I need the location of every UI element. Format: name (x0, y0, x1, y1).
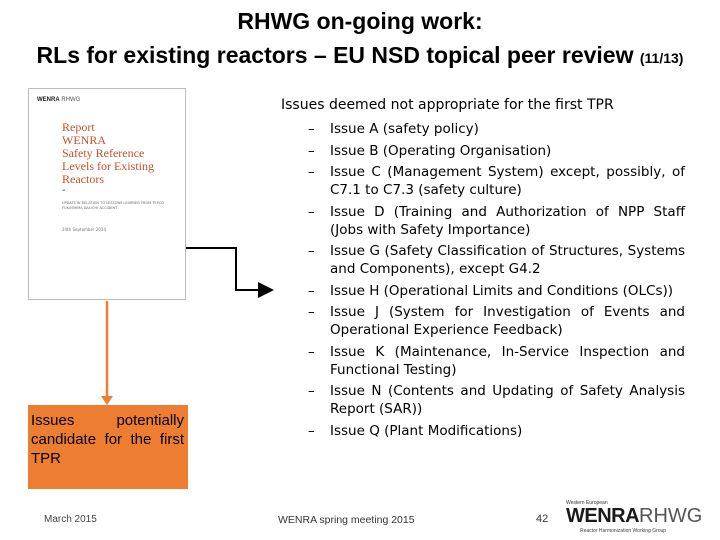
list-item: –Issue G (Safety Classification of Struc… (308, 243, 685, 277)
thumbnail-subtitle: UPDATE IN RELATION TO LESSONS LEARNED FR… (62, 201, 165, 210)
slide-title-line2: RLs for existing reactors – EU NSD topic… (0, 40, 720, 73)
slide-page-indicator: (11/13) (639, 50, 684, 66)
logo-sub-text: Reactor Harmonization Working Group (580, 528, 667, 534)
list-item: –Issue A (safety policy) (308, 121, 479, 137)
list-item: –Issue N (Contents and Updating of Safet… (308, 383, 685, 417)
logo-top-text: Western European (566, 500, 608, 506)
logo-main-text: WENRARHWG (566, 505, 703, 527)
list-item: –Issue J (System for Investigation of Ev… (308, 304, 685, 338)
arrow-to-issues (186, 247, 274, 298)
footer-page-number: 42 (536, 513, 549, 525)
list-item: –Issue B (Operating Organisation) (308, 142, 552, 159)
thumbnail-dash: - (62, 185, 66, 196)
footer-date: March 2015 (44, 514, 97, 525)
candidate-issues-box: Issues potentially candidate for the fir… (28, 405, 188, 489)
thumbnail-report-title: Report WENRA Safety Reference Levels for… (62, 120, 154, 186)
arrow-head-orange (101, 396, 113, 405)
candidate-issues-text: Issues potentially candidate for the fir… (31, 412, 184, 467)
issues-panel: Issues deemed not appropriate for the fi… (276, 95, 696, 495)
wenra-rhwg-logo: Western European WENRARHWG Reactor Harmo… (566, 500, 716, 540)
list-item: –Issue Q (Plant Modifications) (308, 422, 523, 439)
slide-title-line1: RHWG on-going work: (237, 8, 483, 34)
thumbnail-date: 24th September 2014 (62, 227, 107, 232)
issues-list: –Issue A (safety policy) –Issue B (Opera… (308, 120, 685, 440)
thumbnail-logo: WENRA RHWG (37, 97, 81, 103)
list-item: –Issue H (Operational Limits and Conditi… (308, 282, 674, 299)
list-item: –Issue C (Management System) except, pos… (308, 164, 685, 198)
slide-title-main: RLs for existing reactors – EU NSD topic… (36, 42, 634, 68)
report-thumbnail: WENRA RHWG Report WENRA Safety Reference… (28, 88, 186, 300)
list-item: –Issue D (Training and Authorization of … (308, 203, 685, 238)
issues-heading: Issues deemed not appropriate for the fi… (281, 97, 614, 113)
footer-meeting: WENRA spring meeting 2015 (278, 514, 415, 526)
list-item: –Issue K (Maintenance, In-Service Inspec… (308, 343, 685, 378)
